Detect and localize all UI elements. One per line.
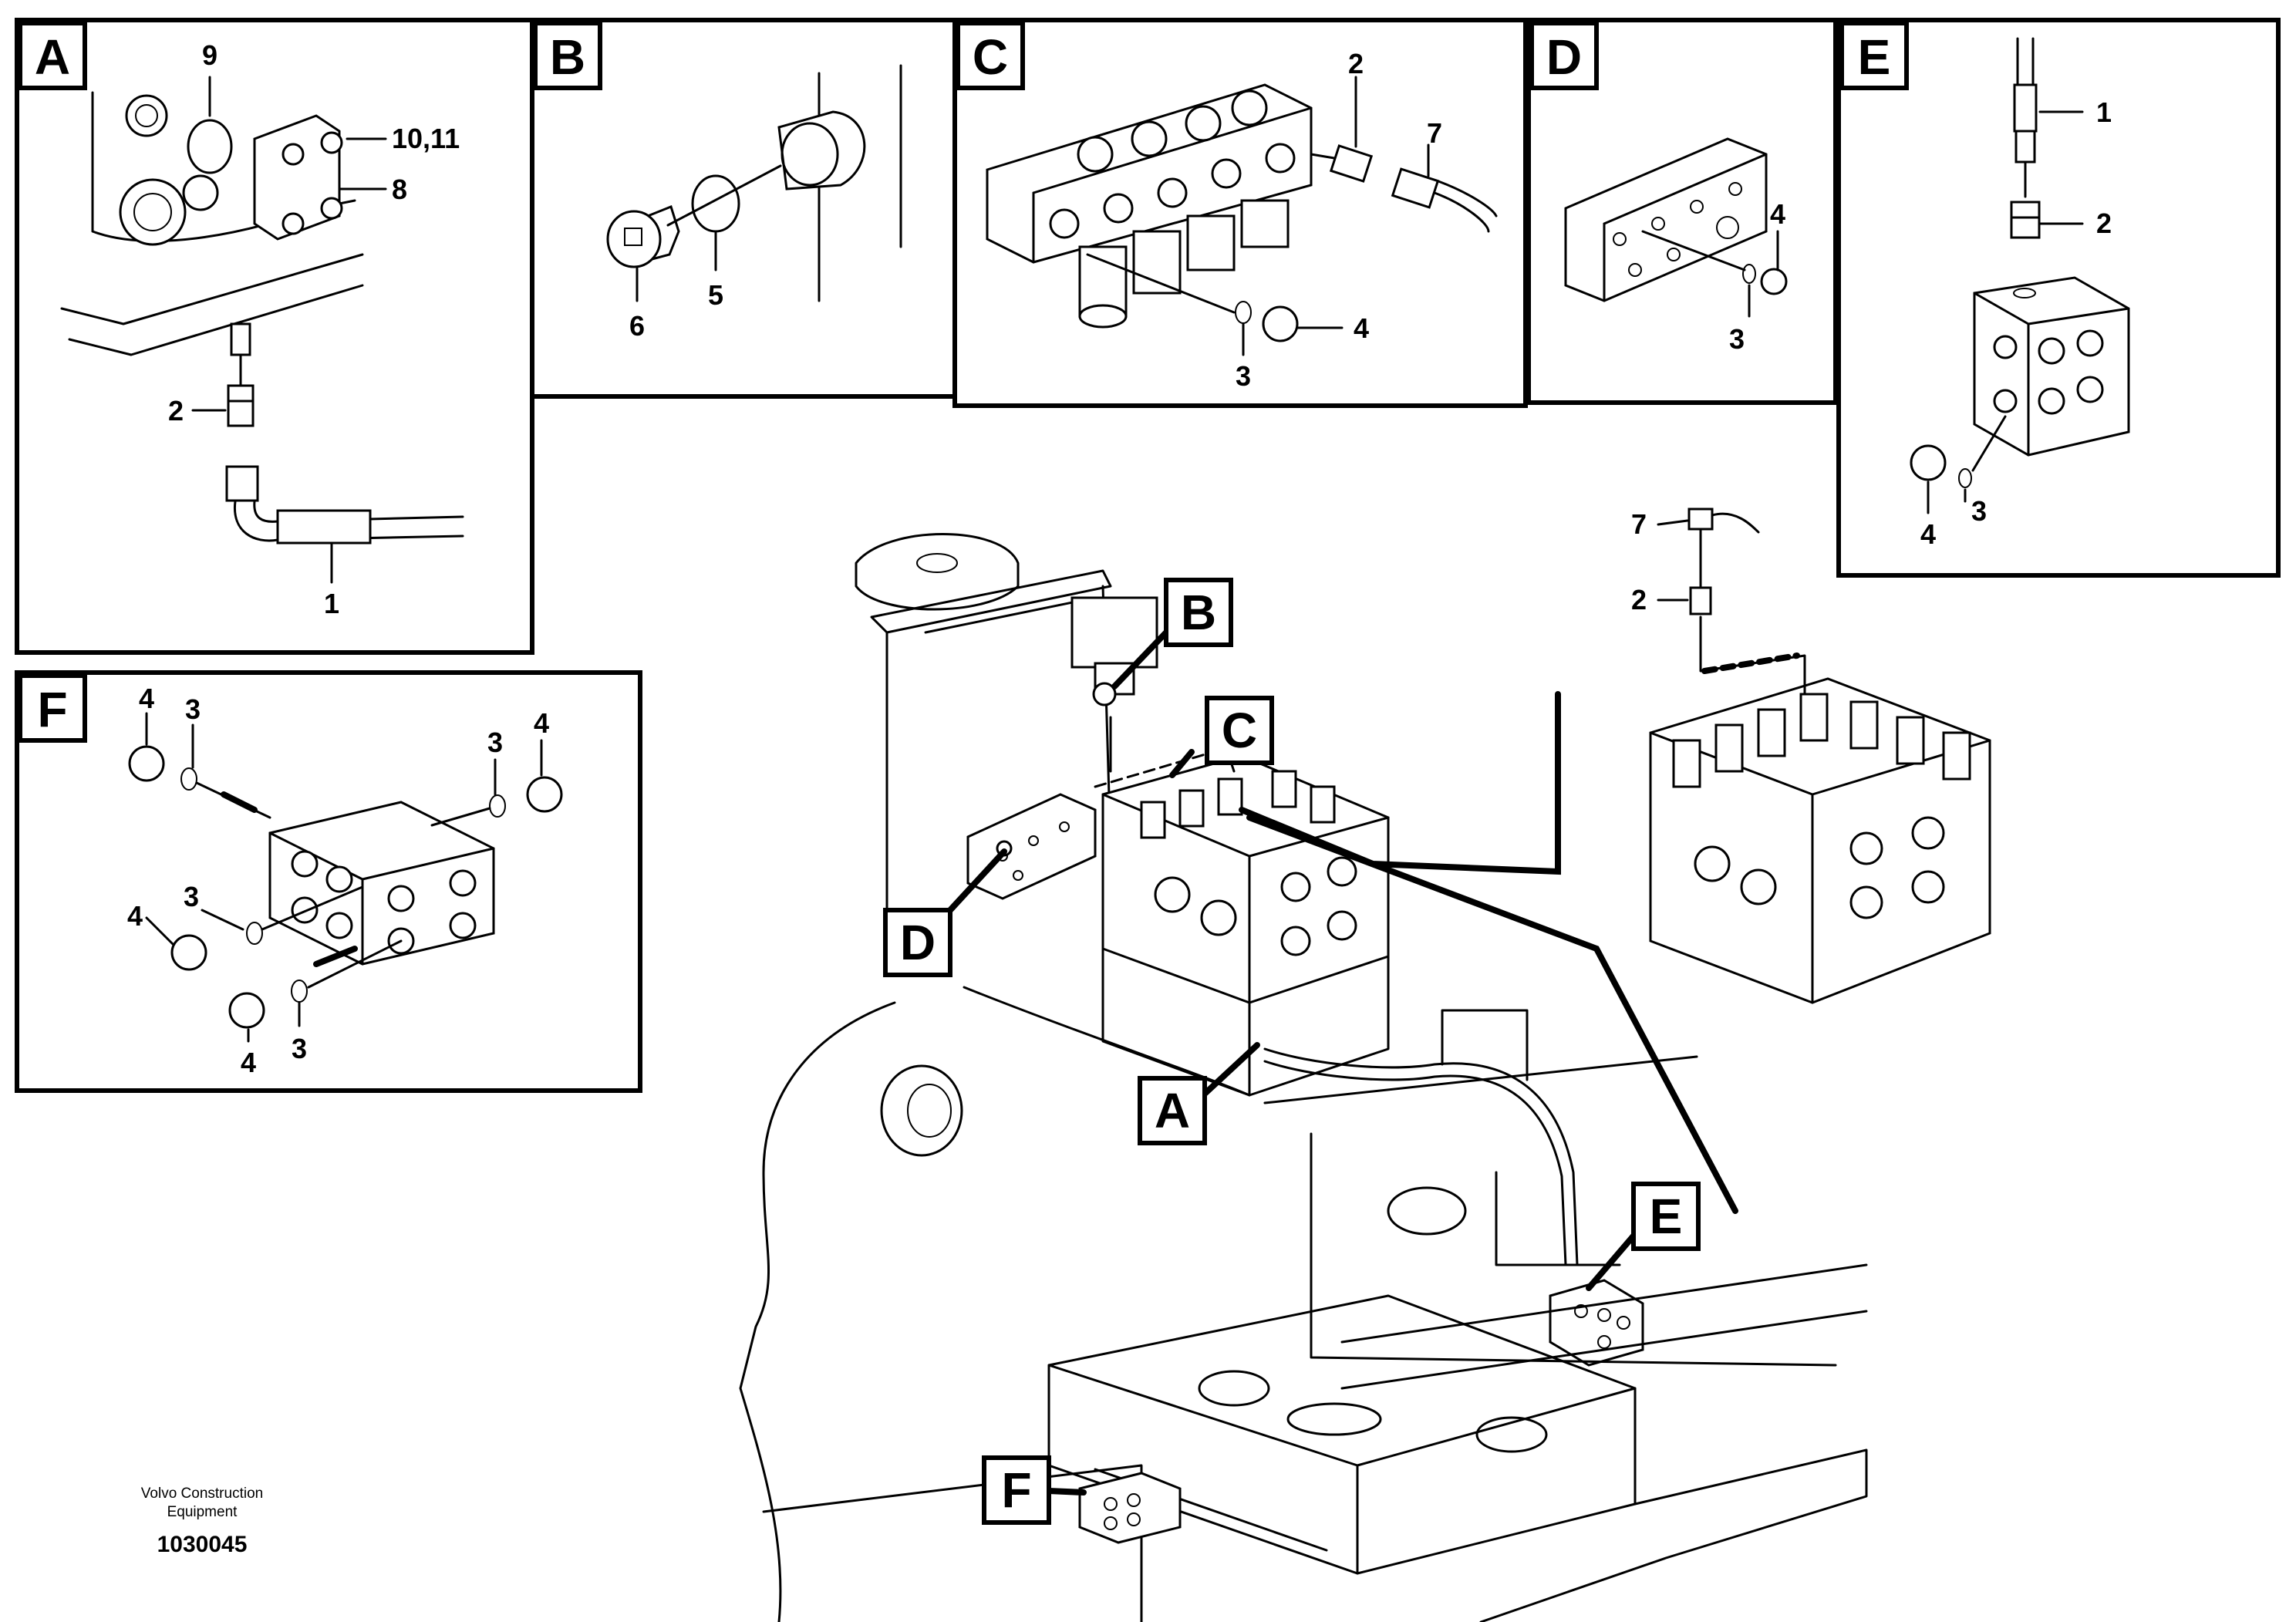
- drawing-footer: Volvo Construction Equipment 1030045: [141, 1485, 263, 1557]
- label-d: D: [900, 915, 936, 970]
- callout-a-10-11: 10,11: [392, 123, 460, 154]
- o-ring-icon: [691, 174, 740, 233]
- label-e: E: [1650, 1189, 1683, 1244]
- callout-f-3c: 3: [184, 881, 199, 912]
- callout-f-4c: 4: [127, 900, 143, 932]
- callout-f-4b: 4: [534, 707, 549, 739]
- panel-c-letter: C: [973, 29, 1008, 85]
- panel-b-letter: B: [550, 29, 585, 85]
- panel-a-letter: A: [35, 29, 70, 85]
- panel-d-letter: D: [1546, 29, 1582, 85]
- label-a: A: [1155, 1083, 1190, 1138]
- company-name-line2: Equipment: [167, 1504, 238, 1520]
- panel-f-letter: F: [37, 682, 67, 737]
- callout-f-4a: 4: [139, 683, 154, 714]
- panel-c: C 2 7 4 3: [952, 18, 1528, 408]
- callout-e-3: 3: [1971, 495, 1987, 527]
- callout-f-3d: 3: [292, 1033, 307, 1064]
- callout-a-1: 1: [324, 588, 339, 619]
- callout-c-3: 3: [1236, 360, 1251, 392]
- manifold-block-icon: [1973, 276, 2130, 457]
- callout-a-2: 2: [168, 395, 184, 427]
- panel-f: F 4 3 3 4 3 4 4 3: [15, 670, 642, 1093]
- mounting-plate-icon: [1564, 137, 1768, 302]
- callout-b-6: 6: [629, 310, 645, 342]
- panel-e-letter: E: [1858, 29, 1891, 85]
- label-f: F: [1001, 1462, 1031, 1518]
- callout-a-9: 9: [202, 39, 217, 71]
- callout-e-1: 1: [2096, 96, 2112, 128]
- callout-c-7: 7: [1427, 117, 1442, 149]
- label-c: C: [1222, 703, 1257, 758]
- callout-e-4: 4: [1920, 518, 1936, 550]
- callout-c-2: 2: [1348, 48, 1364, 79]
- callout-main-7: 7: [1631, 508, 1647, 540]
- callout-d-4: 4: [1770, 198, 1785, 230]
- panel-b: B 6 5: [530, 18, 957, 399]
- callout-c-4: 4: [1354, 312, 1369, 344]
- company-name-line1: Volvo Construction: [141, 1485, 263, 1502]
- callout-a-8: 8: [392, 174, 407, 205]
- callout-e-2: 2: [2096, 207, 2112, 239]
- panel-e: E 1 2 4 3: [1836, 18, 2281, 578]
- main-view-labels: A B C D E F: [883, 578, 1701, 1525]
- drawing-number: 1030045: [157, 1532, 248, 1557]
- callout-f-3b: 3: [487, 727, 503, 758]
- panel-a: A 9 10,11 8 2 1: [15, 18, 534, 655]
- callout-d-3: 3: [1729, 323, 1745, 355]
- callout-main-2: 2: [1631, 584, 1647, 615]
- port-icon: [777, 110, 866, 191]
- o-ring-icon: [187, 119, 233, 174]
- callout-f-3a: 3: [185, 693, 201, 725]
- label-b: B: [1181, 585, 1216, 640]
- callout-b-5: 5: [708, 279, 723, 311]
- panel-d: D 4 3: [1526, 18, 1838, 405]
- plug-icon: [606, 210, 662, 268]
- callout-f-4d: 4: [241, 1047, 256, 1078]
- distribution-block-icon: [268, 801, 495, 966]
